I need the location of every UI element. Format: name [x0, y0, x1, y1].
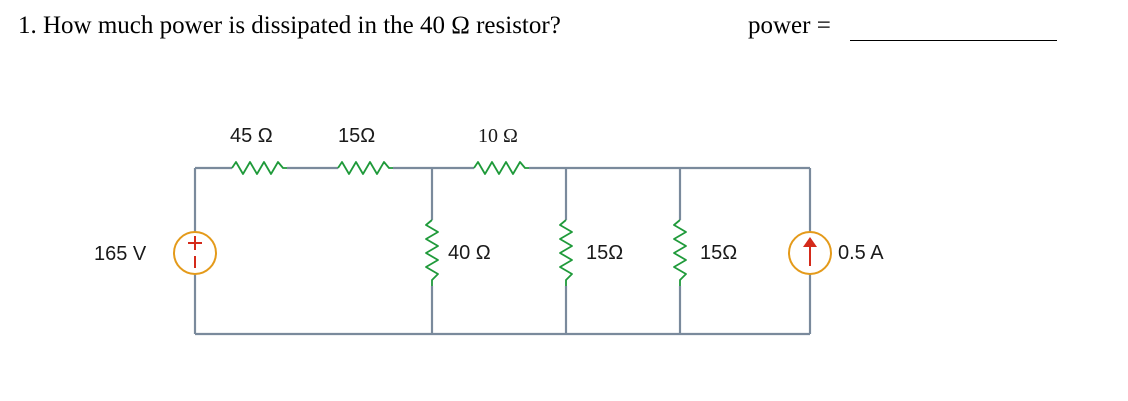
voltage-source-icon: [173, 231, 217, 275]
current-source-icon: [788, 231, 832, 275]
label-voltage-source: 165 V: [94, 243, 147, 265]
resistor-15-ohm-shunt-b: [673, 219, 687, 286]
resistor-45-ohm: [231, 161, 287, 175]
resistor-15-ohm-shunt-a: [559, 219, 573, 286]
label-r15-shunt-a: 15Ω: [586, 242, 623, 264]
resistor-10-ohm: [473, 161, 529, 175]
label-r40: 40 Ω: [448, 242, 491, 264]
resistor-40-ohm: [425, 219, 439, 286]
answer-blank-line: [850, 40, 1057, 41]
label-r45: 45 Ω: [230, 125, 273, 147]
label-r10: 10 Ω: [478, 125, 518, 147]
question-text: 1. How much power is dissipated in the 4…: [18, 12, 561, 39]
label-current-source: 0.5 A: [838, 242, 884, 264]
answer-label: power =: [748, 12, 831, 39]
label-r15-shunt-b: 15Ω: [700, 242, 737, 264]
label-r15-series: 15Ω: [338, 125, 375, 147]
resistor-15-ohm-series: [337, 161, 393, 175]
